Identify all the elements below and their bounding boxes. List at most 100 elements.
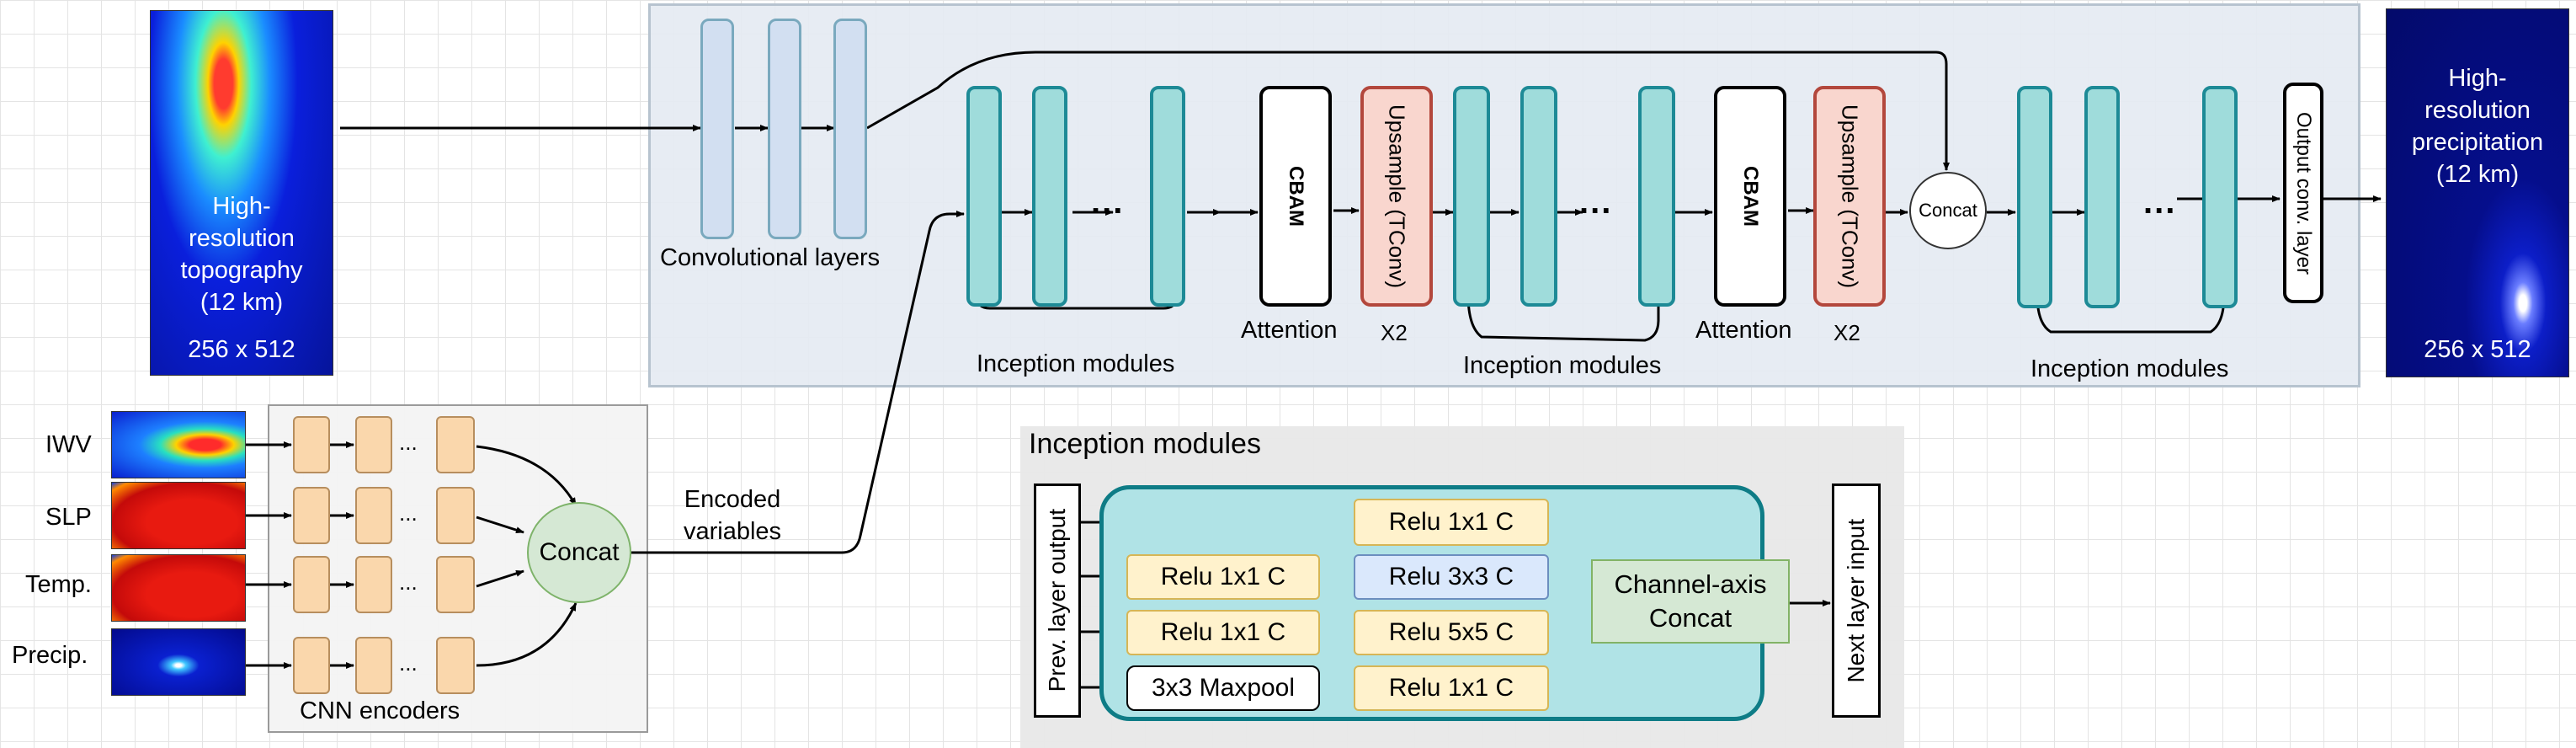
upsample-2-label: Upsample (TConv) [1837,104,1863,289]
output-precipitation-map [2386,8,2569,377]
encoder-precip-1 [293,637,330,694]
inception-block-2c [1638,86,1675,307]
input-label-temp: Temp. [25,571,92,598]
output-line-1: High- [2448,65,2507,92]
cbam-block-1: CBAM [1259,86,1332,307]
channel-axis-concat-line-1: Channel-axis [1614,569,1767,599]
prev-layer-output-label: Prev. layer output [1044,509,1070,692]
conv-layers-label: Convolutional layers [660,244,881,271]
input-label-precip: Precip. [12,642,88,669]
encoder-iwv-2 [355,416,392,473]
topography-size: 256 x 512 [188,336,295,363]
attention-label-2: Attention [1695,317,1792,344]
inception-block-3b [2084,86,2120,308]
inception-block-1c [1150,86,1185,307]
topography-line-4: (12 km) [200,289,284,316]
upsample-block-1: Upsample (TConv) [1360,86,1433,307]
cbam-1-label: CBAM [1285,166,1307,227]
encoder-temp-dots: ... [399,569,418,595]
main-network-panel [648,3,2360,387]
upsample-1-label: Upsample (TConv) [1384,104,1410,289]
cnn-encoders-label: CNN encoders [300,697,460,724]
conv-layer-3 [833,19,867,239]
slp-input-map [111,482,246,549]
maxpool-label: 3x3 Maxpool [1151,674,1296,702]
input-label-slp: SLP [45,504,92,531]
concat-node-main: Concat [1909,172,1987,249]
inception-label-2: Inception modules [1463,352,1662,379]
relu-1x1-top: Relu 1x1 C [1354,499,1549,546]
inception-block-3c [2202,86,2238,308]
ellipsis-1: ... [1091,184,1125,221]
attention-label-1: Attention [1241,317,1338,344]
relu-1x1-branch-4-label: Relu 1x1 C [1388,674,1514,702]
encoder-temp-3 [436,556,475,613]
channel-axis-concat: Channel-axis Concat [1591,559,1790,644]
encoder-precip-3 [436,637,475,694]
encoder-precip-dots: ... [399,650,418,676]
relu-1x1-branch-4: Relu 1x1 C [1354,665,1549,711]
precip-input-map [111,628,246,696]
relu-5x5: Relu 5x5 C [1354,610,1549,655]
concat-encoders-label: Concat [539,538,620,566]
encoder-slp-3 [436,487,475,544]
cbam-2-label: CBAM [1739,166,1762,227]
ellipsis-2: ... [1579,184,1613,221]
next-layer-input-label: Next layer input [1843,518,1869,683]
channel-axis-concat-line-2: Concat [1648,603,1732,633]
encoder-iwv-1 [293,416,330,473]
relu-1x1-branch-2: Relu 1x1 C [1126,554,1320,600]
conv-layer-1 [700,19,734,239]
output-line-2: resolution [2424,97,2531,124]
relu-3x3: Relu 3x3 C [1354,554,1549,600]
relu-5x5-label: Relu 5x5 C [1388,618,1514,646]
topography-line-1: High- [212,193,271,220]
encoded-variables-label: Encoded variables [684,484,781,548]
encoder-temp-1 [293,556,330,613]
inception-block-2b [1520,86,1557,307]
topography-line-3: topography [180,257,303,284]
relu-1x1-branch-3: Relu 1x1 C [1126,610,1320,655]
next-layer-input-box: Next layer input [1832,484,1881,718]
inception-block-3a [2017,86,2052,308]
relu-3x3-label: Relu 3x3 C [1388,563,1514,590]
iwv-input-map [111,411,246,478]
ellipsis-3: ... [2143,184,2177,221]
relu-1x1-branch-3-label: Relu 1x1 C [1160,618,1286,646]
encoded-line-1: Encoded [684,486,781,513]
concat-main-label: Concat [1919,200,1977,221]
maxpool-3x3: 3x3 Maxpool [1126,665,1320,711]
topography-map [150,10,333,376]
output-caption: High- resolution precipitation (12 km) [2386,62,2569,190]
conv-layer-2 [768,19,801,239]
encoder-slp-1 [293,487,330,544]
temp-input-map [111,554,246,622]
concat-node-encoders: Concat [527,502,631,603]
inception-label-3: Inception modules [2030,355,2229,382]
cbam-block-2: CBAM [1714,86,1786,307]
encoder-slp-2 [355,487,392,544]
inception-block-1b [1032,86,1067,307]
output-size: 256 x 512 [2424,336,2531,363]
output-line-3: precipitation [2411,129,2544,156]
inception-label-1: Inception modules [977,350,1175,377]
input-label-iwv: IWV [45,431,92,458]
relu-1x1-top-label: Relu 1x1 C [1388,508,1514,536]
inception-block-1a [966,86,1002,307]
inception-block-2a [1453,86,1490,307]
encoder-slp-dots: ... [399,500,418,526]
topography-line-2: resolution [189,225,295,252]
relu-1x1-branch-2-label: Relu 1x1 C [1160,563,1286,590]
prev-layer-output-box: Prev. layer output [1034,484,1081,718]
topography-caption: High- resolution topography (12 km) [150,190,333,318]
inception-detail-title: Inception modules [1029,428,1261,460]
output-line-4: (12 km) [2435,161,2520,188]
encoder-temp-2 [355,556,392,613]
x2-label-1: X2 [1381,320,1408,345]
output-conv-label: Output conv. layer [2292,111,2315,275]
upsample-block-2: Upsample (TConv) [1813,86,1886,307]
encoder-iwv-3 [436,416,475,473]
encoder-iwv-dots: ... [399,430,418,455]
output-conv-layer: Output conv. layer [2283,83,2323,303]
x2-label-2: X2 [1834,320,1860,345]
